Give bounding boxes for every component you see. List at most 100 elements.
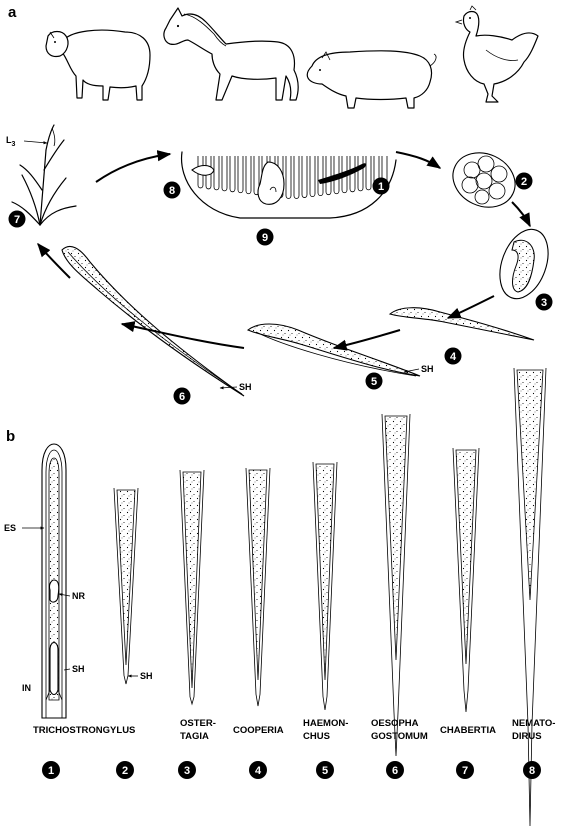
stage-badge-4: 4 bbox=[444, 347, 462, 365]
genus-badge-1: 1 bbox=[42, 761, 60, 779]
stage-badge-2: 2 bbox=[515, 172, 533, 190]
cycle-arrow-egg-to-embryo bbox=[511, 201, 531, 228]
larva-stage-6-icon bbox=[61, 245, 245, 397]
svg-text:OSTER-: OSTER- bbox=[180, 718, 216, 729]
genus-badge-7: 7 bbox=[456, 761, 474, 779]
larva-stage-4-icon bbox=[388, 307, 535, 341]
genus-badge-2: 2 bbox=[116, 761, 134, 779]
stage-badge-6: 6 bbox=[173, 387, 191, 405]
cycle-arrow-larva-4-to-5 bbox=[332, 329, 401, 351]
tail-sheath-8 bbox=[513, 367, 547, 827]
svg-text:2: 2 bbox=[521, 176, 527, 188]
svg-text:1: 1 bbox=[48, 765, 54, 777]
svg-text:2: 2 bbox=[122, 765, 128, 777]
tail-body-5 bbox=[315, 463, 335, 681]
stage-badge-7: 7 bbox=[8, 210, 26, 228]
sheep-icon bbox=[45, 29, 151, 101]
genus-label-5: HAEMON- CHUS bbox=[303, 718, 348, 742]
l3-pointer-arrow bbox=[23, 140, 48, 145]
horse-icon bbox=[163, 7, 299, 101]
larva-anterior-diagram bbox=[41, 443, 67, 719]
stage-badge-5: 5 bbox=[365, 372, 383, 390]
svg-text:4: 4 bbox=[450, 351, 457, 363]
genus-badge-8: 8 bbox=[523, 761, 541, 779]
genus-label-8: NEMATO-DIRUS bbox=[512, 718, 555, 742]
stage-badge-9: 9 bbox=[256, 228, 274, 246]
tail-body-2 bbox=[116, 489, 136, 666]
svg-text:DIRUS: DIRUS bbox=[512, 731, 542, 742]
svg-text:4: 4 bbox=[255, 765, 262, 777]
svg-text:3: 3 bbox=[541, 297, 547, 309]
stage-badge-1: 1 bbox=[372, 177, 390, 195]
pointer-nerve-ring bbox=[58, 593, 71, 597]
sheath-label-5: SH bbox=[421, 364, 434, 374]
sheath-label-6: SH bbox=[239, 382, 252, 392]
svg-text:7: 7 bbox=[14, 214, 20, 226]
label-sheath: SH bbox=[72, 664, 85, 674]
tail-sheath-label: SH bbox=[140, 671, 153, 681]
chicken-icon bbox=[454, 5, 539, 103]
larva-label-l3: L3 bbox=[6, 135, 16, 148]
stage-badge-8: 8 bbox=[163, 181, 181, 199]
svg-text:OESOPHA: OESOPHA bbox=[371, 718, 419, 729]
svg-text:TAGIA: TAGIA bbox=[180, 731, 209, 742]
genus-badge-6: 6 bbox=[386, 761, 404, 779]
tail-sheath-5 bbox=[312, 461, 338, 711]
grass-blade-icon bbox=[11, 124, 77, 226]
cycle-arrow-host-to-egg bbox=[395, 151, 442, 169]
sheath-pointer-6 bbox=[219, 386, 238, 390]
cycle-arrow-larva-5-to-6 bbox=[120, 321, 245, 349]
svg-text:9: 9 bbox=[262, 232, 268, 244]
svg-text:CHUS: CHUS bbox=[303, 731, 330, 742]
tail-sheath-4 bbox=[245, 467, 271, 707]
intestine-section bbox=[180, 151, 397, 219]
pig-icon bbox=[306, 50, 437, 109]
svg-text:HAEMON-: HAEMON- bbox=[303, 718, 348, 729]
genus-label-1: TRICHOSTRONGYLUS bbox=[33, 725, 135, 736]
svg-text:7: 7 bbox=[462, 765, 468, 777]
genus-badge-5: 5 bbox=[316, 761, 334, 779]
svg-text:5: 5 bbox=[371, 376, 377, 388]
label-nerve-ring: NR bbox=[72, 591, 85, 601]
genus-badge-4: 4 bbox=[249, 761, 267, 779]
svg-text:CHABERTIA: CHABERTIA bbox=[440, 725, 496, 736]
tail-body-7 bbox=[455, 449, 477, 665]
label-esophagus: ES bbox=[4, 523, 16, 533]
embryonated-egg-icon bbox=[499, 228, 549, 300]
svg-text:6: 6 bbox=[392, 765, 398, 777]
tail-sheath-3 bbox=[179, 469, 205, 706]
tail-sheath-6 bbox=[381, 413, 411, 757]
cycle-arrow-grass-to-host bbox=[95, 150, 172, 183]
panel-label-a: a bbox=[8, 4, 17, 21]
larval-tails bbox=[113, 367, 547, 827]
genus-label-6: OESOPHA GOSTOMUM bbox=[371, 718, 428, 742]
tail-body-4 bbox=[248, 469, 268, 681]
genus-label-4: COOPERIA bbox=[233, 725, 284, 736]
svg-text:TRICHOSTRONGYLUS: TRICHOSTRONGYLUS bbox=[33, 725, 135, 736]
svg-text:3: 3 bbox=[184, 765, 190, 777]
stage-badge-3: 3 bbox=[535, 293, 553, 311]
tail-body-6 bbox=[384, 415, 408, 661]
svg-text:GOSTOMUM: GOSTOMUM bbox=[371, 731, 428, 742]
cycle-arrow-larva-6-to-grass bbox=[37, 242, 71, 279]
tail-body-3 bbox=[182, 471, 202, 689]
label-intestine: IN bbox=[22, 683, 31, 693]
svg-text:COOPERIA: COOPERIA bbox=[233, 725, 284, 736]
svg-text:5: 5 bbox=[322, 765, 328, 777]
svg-text:6: 6 bbox=[179, 391, 185, 403]
cycle-arrow-embryo-to-larva bbox=[446, 295, 495, 319]
tail-sheath-2 bbox=[113, 487, 139, 685]
genus-label-7: CHABERTIA bbox=[440, 725, 496, 736]
tail-sheath-7 bbox=[452, 447, 480, 713]
pointer-sheath bbox=[63, 668, 71, 671]
genus-badge-3: 3 bbox=[178, 761, 196, 779]
svg-text:8: 8 bbox=[529, 765, 535, 777]
tail-body-8 bbox=[516, 369, 544, 601]
sheath-pointer-5 bbox=[403, 368, 420, 373]
genus-label-3: OSTER- TAGIA bbox=[180, 718, 216, 742]
svg-text:8: 8 bbox=[169, 185, 175, 197]
panel-label-b: b bbox=[6, 428, 15, 445]
egg-icon bbox=[452, 152, 516, 208]
intestinal-villi bbox=[197, 156, 388, 199]
